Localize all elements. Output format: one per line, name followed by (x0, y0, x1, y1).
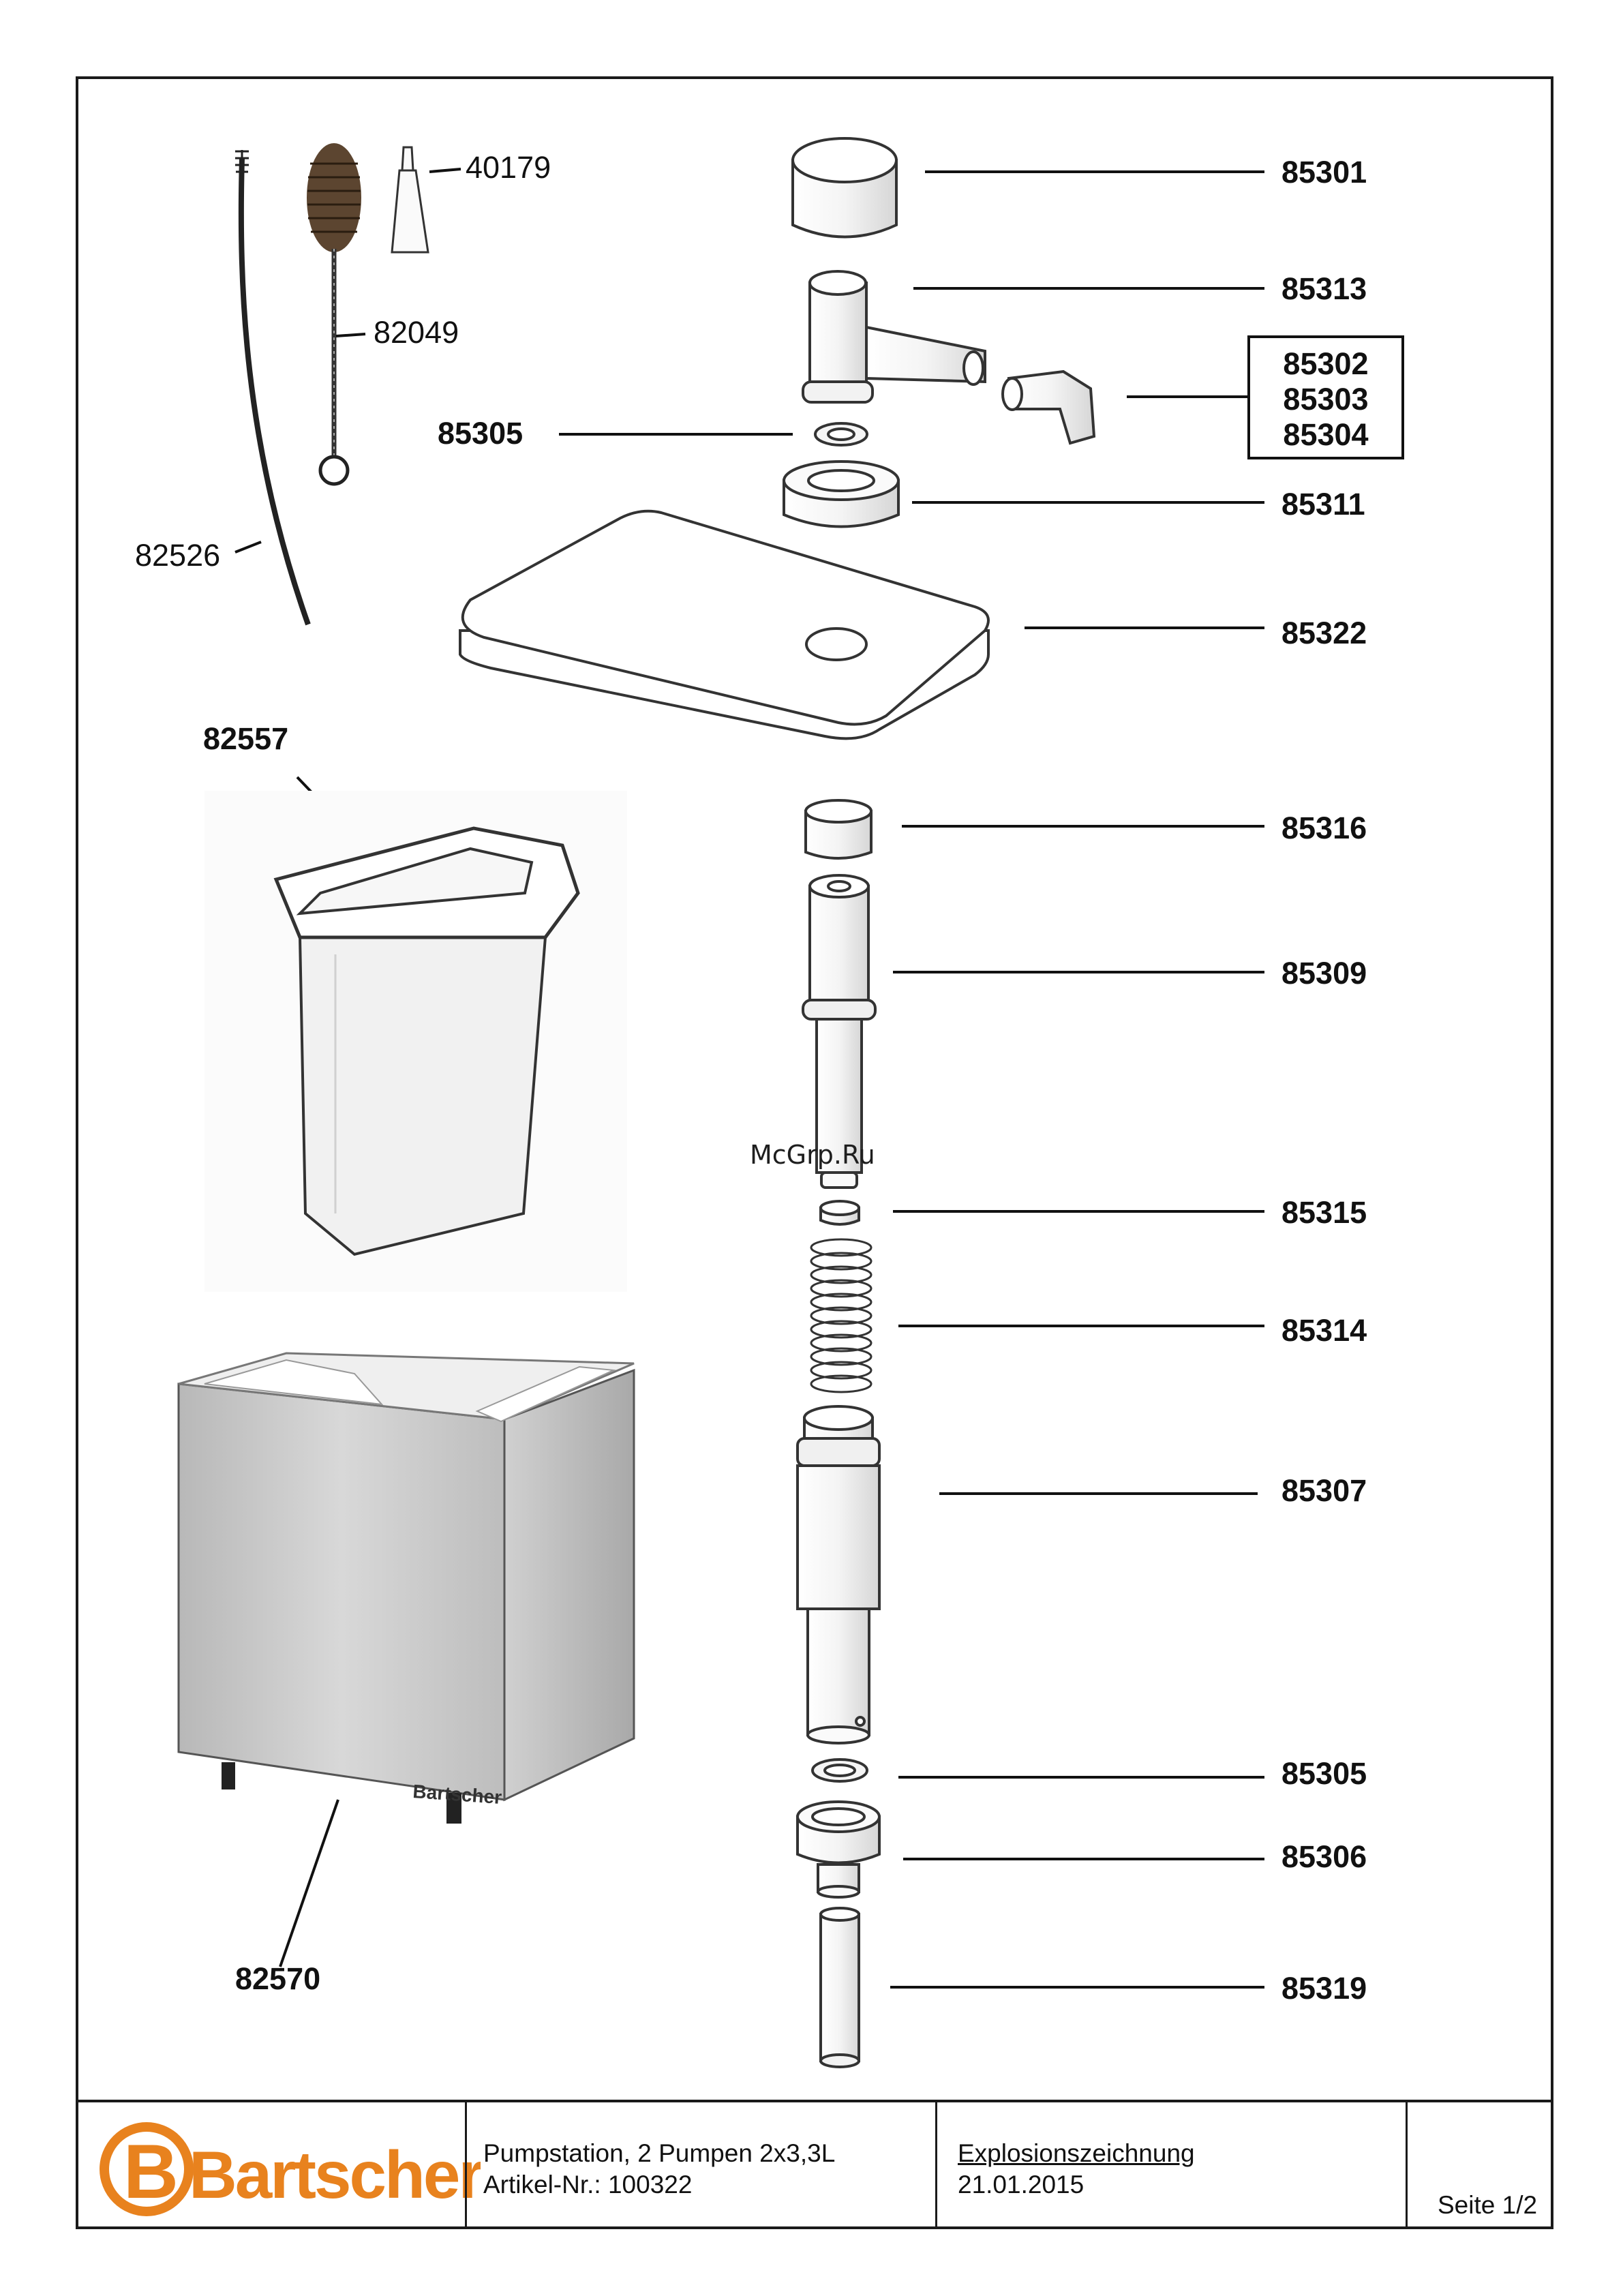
logo-text: Bartscher (189, 2137, 481, 2212)
label-82570: 82570 (235, 1963, 320, 1994)
product-name: Pumpstation, 2 Pumpen 2x3,3L (483, 2138, 835, 2169)
title-cell-product: Pumpstation, 2 Pumpen 2x3,3L Artikel-Nr.… (465, 2102, 935, 2229)
label-85306: 85306 (1281, 1841, 1367, 1872)
label-85319: 85319 (1281, 1973, 1367, 2004)
sleeve-85316 (806, 800, 871, 858)
cap-85301 (793, 138, 896, 237)
label-85302: 85302 (1250, 346, 1401, 382)
svg-text:B: B (123, 2129, 179, 2214)
drawing-date: 21.01.2015 (958, 2169, 1084, 2201)
label-85315: 85315 (1281, 1197, 1367, 1228)
washer-85305-top (815, 423, 867, 445)
cylinder-85307 (798, 1406, 879, 1743)
lid-85322 (460, 511, 988, 739)
watermark: McGrp.Ru (750, 1140, 875, 1170)
tap-body-85313 (803, 271, 985, 402)
part-variant-box: 85302 85303 85304 (1247, 335, 1404, 459)
label-82526: 82526 (135, 540, 220, 571)
label-85307: 85307 (1281, 1475, 1367, 1506)
label-85303: 85303 (1250, 382, 1401, 417)
label-85304: 85304 (1250, 417, 1401, 453)
page-number: Seite 1/2 (1438, 2190, 1537, 2221)
label-85311: 85311 (1281, 489, 1365, 519)
small-brush-head (235, 150, 249, 179)
tube-85319 (821, 1908, 859, 2067)
label-85305-top: 85305 (438, 418, 523, 449)
label-85314: 85314 (1281, 1315, 1367, 1346)
valve-85306 (798, 1802, 879, 1897)
label-82557: 82557 (203, 723, 288, 754)
label-85305-bottom: 85305 (1281, 1758, 1367, 1789)
label-85316: 85316 (1281, 813, 1367, 843)
cleaning-wire-82526 (241, 158, 308, 624)
spring-85314 (811, 1239, 871, 1392)
title-block: B Bartscher Pumpstation, 2 Pumpen 2x3,3L… (76, 2100, 1553, 2232)
label-85309: 85309 (1281, 958, 1367, 988)
title-cell-page: Seite 1/2 (1406, 2102, 1553, 2229)
label-40179: 40179 (466, 152, 551, 183)
elbow-85302 (1003, 372, 1094, 443)
label-85322: 85322 (1281, 618, 1367, 648)
nut-85311 (784, 462, 898, 527)
grease-tube-40179 (392, 147, 428, 252)
brush-82049 (307, 143, 361, 484)
oring-85315 (821, 1201, 859, 1224)
bartscher-logo: B Bartscher (99, 2121, 481, 2217)
label-85313: 85313 (1281, 273, 1367, 304)
article-number: Artikel-Nr.: 100322 (483, 2169, 692, 2201)
housing-82570: Bartscher (179, 1353, 634, 1824)
container-82557 (204, 791, 627, 1292)
label-82049: 82049 (374, 317, 459, 348)
drawing-type: Explosionszeichnung (958, 2138, 1195, 2169)
washer-85305-bottom (813, 1759, 867, 1781)
label-85301: 85301 (1281, 157, 1367, 187)
title-cell-drawing: Explosionszeichnung 21.01.2015 (935, 2102, 1406, 2229)
